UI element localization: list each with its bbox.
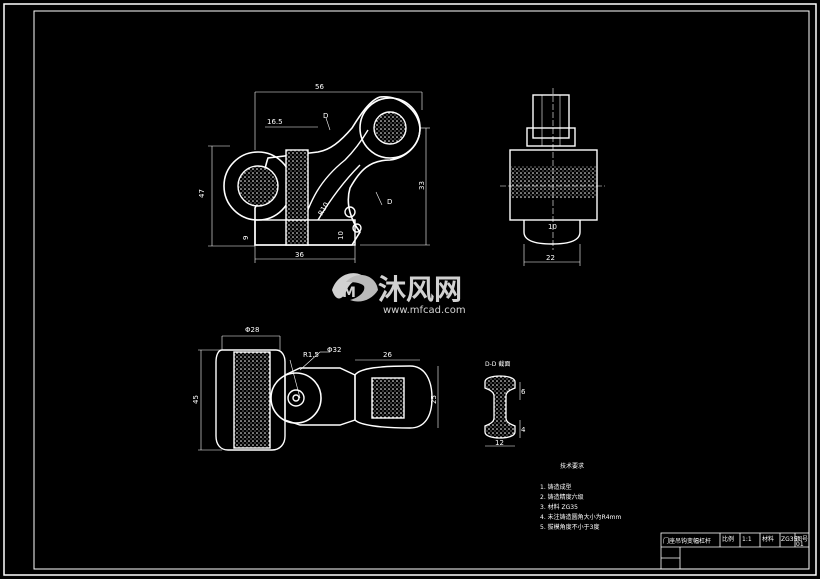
front-view-dimensions: 56 16.5 47 36 33 9 10 R10 D D xyxy=(198,83,426,259)
tb-cell-3: 材料 xyxy=(762,535,774,543)
svg-text:M: M xyxy=(342,285,356,301)
section-title: D-D 截面 xyxy=(485,360,510,368)
front-view xyxy=(208,91,430,263)
tech-item-3: 3. 材料 ZG35 xyxy=(540,503,578,511)
dim-36: 36 xyxy=(295,251,304,259)
dim-56: 56 xyxy=(315,83,324,91)
dim-12: 12 xyxy=(495,439,504,447)
tb-cell-4: ZG35 xyxy=(781,536,798,543)
title-block-text: 门座吊钩变幅杠杆 比例 1:1 材料 ZG35 图号 01 xyxy=(663,535,808,548)
dim-22: 22 xyxy=(546,254,555,262)
section-view xyxy=(484,375,521,447)
dim-33: 33 xyxy=(418,181,426,190)
dim-10: 10 xyxy=(337,231,345,240)
dim-25: 25 xyxy=(430,395,438,404)
tech-title: 技术要求 xyxy=(560,462,584,470)
dim-45: 45 xyxy=(192,395,200,404)
tech-item-5: 5. 拔模角度不小于3度 xyxy=(540,523,599,531)
dim-r1-5: R1.5 xyxy=(303,351,319,359)
dim-dia32: Φ32 xyxy=(327,346,341,354)
tech-item-4: 4. 未注铸造圆角大小为R4mm xyxy=(540,513,621,521)
tb-cell-1: 比例 xyxy=(722,535,734,543)
dim-dia28: Φ28 xyxy=(245,326,259,334)
side-view xyxy=(500,88,605,266)
tb-cell-6: 01 xyxy=(796,541,804,548)
side-view-dimensions: 22 10 xyxy=(546,223,557,262)
watermark-brand: 沐风网 xyxy=(378,273,462,306)
tech-item-2: 2. 铸造精度六级 xyxy=(540,493,584,501)
drawing-frame xyxy=(3,3,817,576)
dim-9: 9 xyxy=(242,236,250,240)
dim-16-5: 16.5 xyxy=(267,118,283,126)
dim-10-side: 10 xyxy=(548,223,557,231)
tech-item-1: 1. 铸造成型 xyxy=(540,483,572,491)
tb-cell-5: 图号 xyxy=(796,536,808,543)
dim-6: 6 xyxy=(521,388,526,396)
watermark-url: www.mfcad.com xyxy=(383,305,466,316)
watermark: M 沐风网 www.mfcad.com xyxy=(332,273,466,316)
bottom-view-dimensions: Φ28 R1.5 Φ32 26 45 25 xyxy=(192,326,438,404)
section-view-labels: D-D 截面 6 4 12 xyxy=(485,360,526,447)
title-block xyxy=(660,532,810,570)
tech-requirements: 技术要求 1. 铸造成型 2. 铸造精度六级 3. 材料 ZG35 4. 未注铸… xyxy=(540,462,621,531)
tb-cell-2: 1:1 xyxy=(742,536,752,543)
section-mark-d-lower: D xyxy=(387,198,392,206)
mfcad-logo: M xyxy=(332,273,378,302)
dim-47: 47 xyxy=(198,189,206,198)
drawing-name: 门座吊钩变幅杠杆 xyxy=(663,537,711,545)
dim-4: 4 xyxy=(521,426,526,434)
section-mark-d-upper: D xyxy=(323,112,328,120)
bottom-view xyxy=(198,335,439,451)
dim-26: 26 xyxy=(383,351,392,359)
